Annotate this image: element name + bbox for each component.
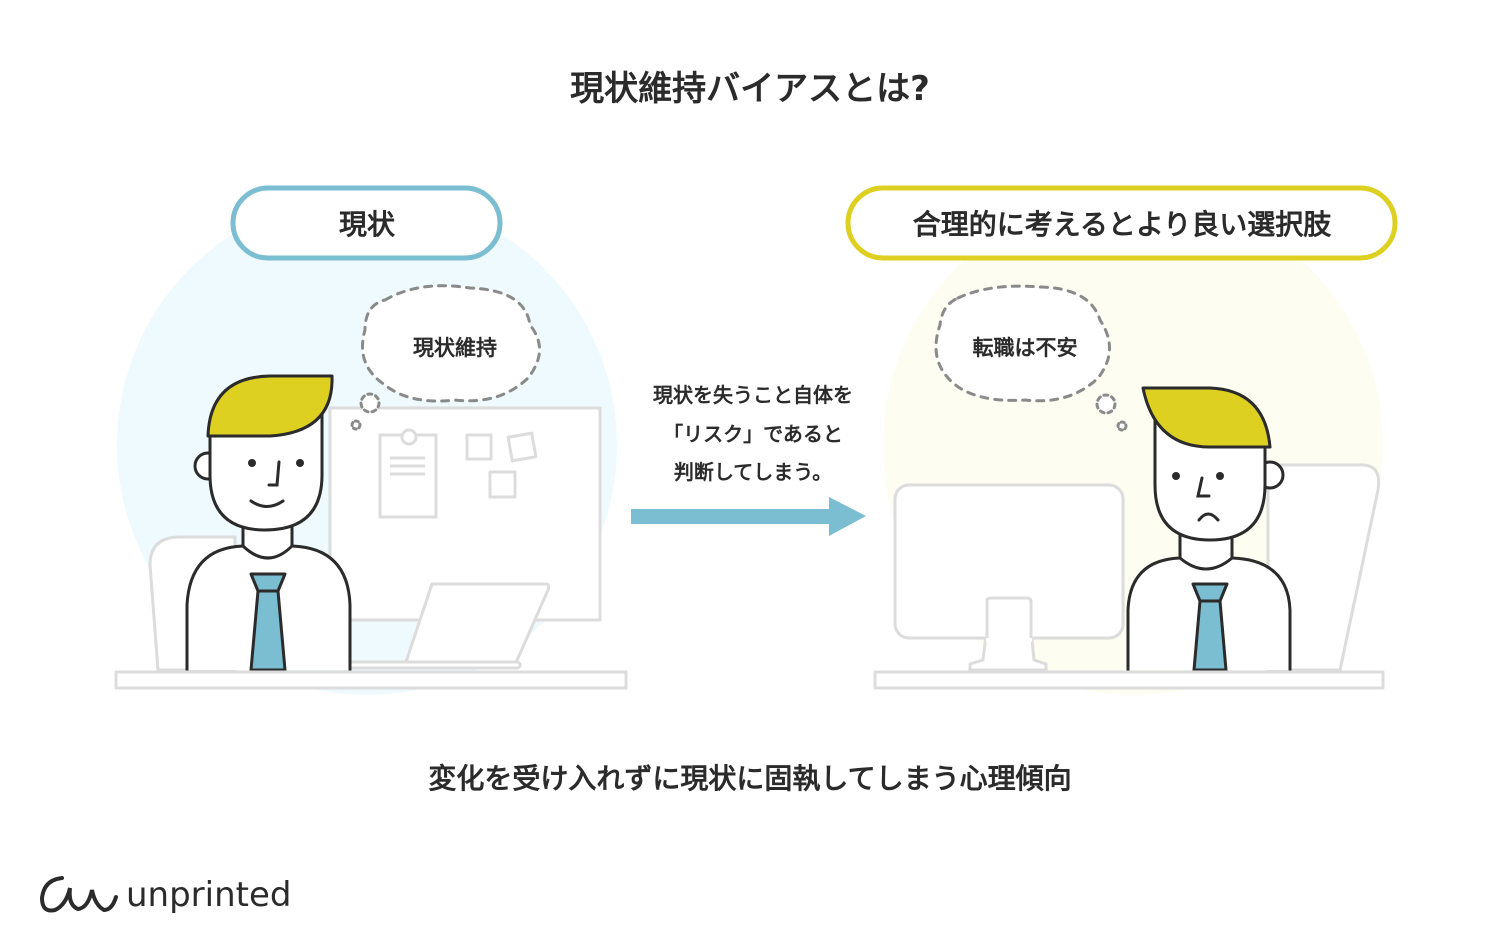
explanation-line: 判断してしまう。 [674,460,832,484]
page-title: 現状維持バイアスとは? [570,69,930,109]
label-current: 現状 [339,208,396,241]
logo-text: unprinted [126,875,291,915]
logo: unprinted [39,875,291,915]
tie [249,572,287,593]
arrow-right-icon [631,497,866,536]
logo-mark-icon [39,876,118,913]
explanation-line: 「リスク」であると [663,422,843,446]
desk [114,670,628,690]
label-better-option: 合理的に考えるとより良い選択肢 [913,208,1333,241]
explanation: 現状を失うこと自体を 「リスク」であると 判断してしまう。 [631,383,866,536]
whiteboard [328,406,602,622]
explanation-line: 現状を失うこと自体を [653,383,853,407]
thought-text: 現状維持 [413,336,497,360]
person-smiling [185,374,352,672]
right-scene: 転職は不安 合理的に考えるとより良い選択肢 [845,185,1398,695]
thought-text: 転職は不安 [973,336,1078,360]
label-pill-current [230,185,503,261]
caption: 変化を受け入れずに現状に固執してしまう心理傾向 [428,762,1071,795]
thought-bubble-right: 転職は不安 [934,284,1128,432]
chair-back [1266,463,1381,672]
desk [873,670,1385,690]
label-pill-better-option [845,185,1398,261]
laptop [338,582,551,670]
thought-bubble-left: 現状維持 [350,284,541,431]
left-scene: 現状維持 現状 [114,185,628,695]
hair [1141,386,1272,449]
hair [206,374,334,438]
person-worried [1126,386,1292,672]
tie [1191,582,1229,603]
monitor [893,483,1125,672]
